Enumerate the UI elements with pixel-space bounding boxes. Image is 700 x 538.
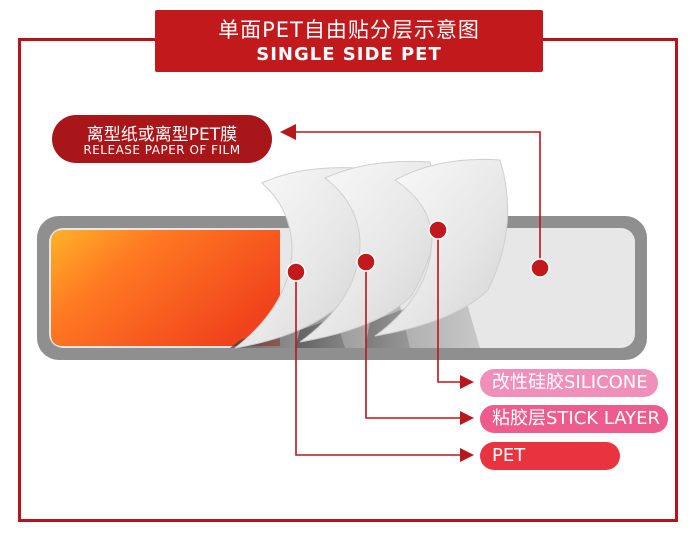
sheet-silicone (374, 158, 509, 337)
layer-label-pet: PET (480, 442, 620, 470)
arrow-silicone (460, 375, 474, 389)
title-chinese: 单面PET自由贴分层示意图 (218, 18, 480, 42)
connector-stick (365, 262, 462, 419)
title-banner: 单面PET自由贴分层示意图 SINGLE SIDE PET (155, 10, 543, 72)
arrow-release (280, 124, 296, 140)
arrow-pet (460, 448, 474, 462)
dot-pet (286, 262, 306, 282)
connector-release (292, 131, 541, 268)
sheet-pet (234, 167, 368, 349)
dot-silicone (428, 220, 448, 240)
dot-release (530, 258, 550, 278)
layer-label-stick: 粘胶层STICK LAYER (480, 405, 668, 433)
sheet-stick (299, 160, 438, 343)
connector-silicone (437, 230, 462, 383)
release-label-chinese: 离型纸或离型PET膜 (86, 125, 238, 145)
dot-stick (356, 252, 376, 272)
layer-label-silicone: 改性硅胶SILICONE (480, 369, 658, 397)
title-english: SINGLE SIDE PET (256, 44, 442, 65)
arrow-stick (460, 411, 474, 425)
pet-layer-orange (51, 230, 280, 346)
release-label-english: RELEASE PAPER OF FILM (83, 143, 241, 157)
release-paper-label: 离型纸或离型PET膜 RELEASE PAPER OF FILM (52, 115, 272, 163)
connector-pet (295, 272, 462, 456)
